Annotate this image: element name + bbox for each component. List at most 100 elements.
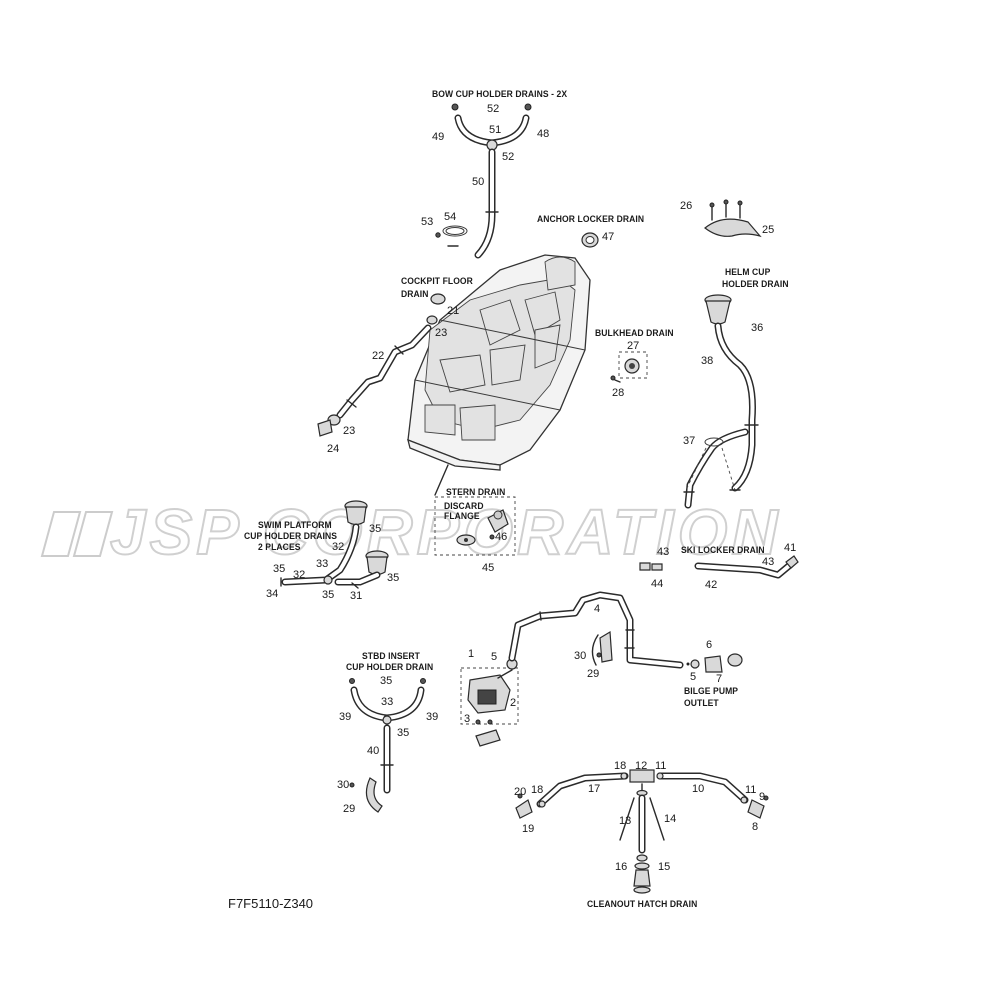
cleanout-hatch-drain-assembly [515, 769, 769, 894]
callout-30: 30 [337, 779, 350, 791]
caption-swim-platform-line2: CUP HOLDER DRAINS [244, 531, 338, 542]
callout-33: 33 [316, 558, 329, 570]
cover-plate-25 [704, 199, 762, 238]
callout-24: 24 [327, 443, 340, 455]
callout-23: 23 [343, 425, 356, 437]
callout-47: 47 [602, 231, 615, 243]
swim-platform-cup-holder-assembly [280, 500, 389, 589]
callout-44: 44 [651, 578, 664, 590]
callout-13: 13 [619, 815, 632, 827]
callout-2: 2 [510, 697, 517, 709]
plug-52-left [451, 103, 459, 111]
callout-49: 49 [432, 131, 445, 143]
caption-swim-platform-line1: SWIM PLATFORM [258, 520, 332, 531]
callout-39: 39 [339, 711, 352, 723]
watermark-text: JSP CORPORATION [109, 496, 782, 568]
bulkhead-drain-assembly [610, 351, 648, 383]
anchor-locker-drain-fitting [581, 232, 599, 248]
callout-11: 11 [745, 784, 757, 796]
boat-hull-illustration [407, 254, 591, 471]
caption-stbd-insert-line2: CUP HOLDER DRAIN [346, 662, 434, 673]
callout-52: 52 [502, 151, 515, 163]
callout-16: 16 [615, 861, 628, 873]
caption-bilge-pump-line1: BILGE PUMP [684, 686, 739, 697]
callout-29: 29 [343, 803, 356, 815]
callout-35: 35 [397, 727, 410, 739]
clamp-54 [442, 225, 468, 237]
callout-42: 42 [705, 579, 718, 591]
caption-cockpit-floor-line1: COCKPIT FLOOR [401, 276, 473, 287]
callout-54: 54 [444, 211, 457, 223]
caption-cleanout-hatch-drain: CLEANOUT HATCH DRAIN [587, 899, 698, 910]
callout-26: 26 [680, 200, 693, 212]
callout-35: 35 [380, 675, 393, 687]
callout-50: 50 [472, 176, 485, 188]
callout-43: 43 [657, 546, 670, 558]
callout-14: 14 [664, 813, 677, 825]
callout-35: 35 [387, 572, 400, 584]
callout-12: 12 [635, 760, 648, 772]
caption-discard-line2: FLANGE [444, 511, 480, 522]
caption-discard-line1: DISCARD [444, 501, 484, 512]
callout-52: 52 [487, 103, 500, 115]
callout-36: 36 [751, 322, 764, 334]
callout-7: 7 [716, 673, 723, 685]
callout-39: 39 [426, 711, 439, 723]
callout-41: 41 [784, 542, 797, 554]
helm-cup-holder-assembly [683, 294, 759, 509]
caption-stern-drain: STERN DRAIN [446, 487, 506, 498]
callout-28: 28 [612, 387, 625, 399]
diagram-code: F7F5110-Z340 [228, 896, 314, 911]
bow-cup-holder-assembly [435, 103, 532, 259]
caption-swim-platform-line3: 2 PLACES [258, 542, 301, 553]
callout-32: 32 [293, 569, 306, 581]
callout-18: 18 [614, 760, 627, 772]
caption-helm-cup-line1: HELM CUP [725, 267, 771, 278]
callout-6: 6 [706, 639, 713, 651]
callout-40: 40 [367, 745, 380, 757]
caption-bow-cup-holder-drains: BOW CUP HOLDER DRAINS - 2X [432, 89, 568, 100]
callout-53: 53 [421, 216, 434, 228]
callout-38: 38 [701, 355, 714, 367]
callout-22: 22 [372, 350, 385, 362]
caption-cockpit-floor-line2: DRAIN [401, 289, 429, 300]
callout-17: 17 [588, 783, 601, 795]
callout-29: 29 [587, 668, 600, 680]
caption-anchor-locker-drain: ANCHOR LOCKER DRAIN [537, 214, 645, 225]
callout-30: 30 [574, 650, 587, 662]
callout-46: 46 [495, 531, 508, 543]
callout-9: 9 [759, 791, 766, 803]
callout-48: 48 [537, 128, 550, 140]
callout-15: 15 [658, 861, 671, 873]
callout-51: 51 [489, 124, 502, 136]
callout-5: 5 [491, 651, 498, 663]
callout-35: 35 [369, 523, 382, 535]
callout-33: 33 [381, 696, 394, 708]
caption-stbd-insert-line1: STBD INSERT [362, 651, 420, 662]
callout-10: 10 [692, 783, 705, 795]
callout-3: 3 [464, 713, 471, 725]
callout-1: 1 [468, 648, 475, 660]
caption-helm-cup-line2: HOLDER DRAIN [722, 279, 789, 290]
callout-43: 43 [762, 556, 775, 568]
screw-53 [435, 232, 441, 238]
callout-18: 18 [531, 784, 544, 796]
stbd-insert-cup-holder-assembly [349, 678, 426, 813]
callout-8: 8 [752, 821, 759, 833]
callout-21: 21 [447, 305, 460, 317]
callout-23: 23 [435, 327, 448, 339]
caption-bilge-pump-line2: OUTLET [684, 698, 719, 709]
ski-locker-drain-assembly [639, 555, 799, 579]
callout-5: 5 [690, 671, 697, 683]
callout-27: 27 [627, 340, 640, 352]
caption-bulkhead-drain: BULKHEAD DRAIN [595, 328, 674, 339]
callout-35: 35 [273, 563, 286, 575]
callout-32: 32 [332, 541, 345, 553]
callout-19: 19 [522, 823, 535, 835]
callout-34: 34 [266, 588, 279, 600]
bilge-pump-assembly [460, 591, 743, 747]
callout-25: 25 [762, 224, 775, 236]
callout-20: 20 [514, 786, 527, 798]
